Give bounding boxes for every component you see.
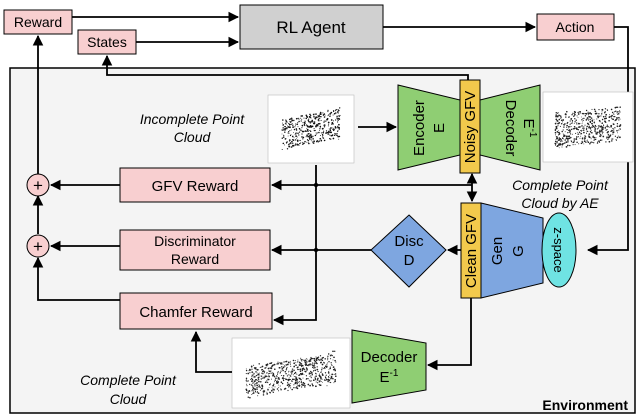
discriminator-reward-box (119, 229, 271, 271)
clean-gfv-label: Clean GFV (463, 214, 480, 288)
incomplete-caption-2: Cloud (174, 129, 212, 145)
noisy-gfv-label: Noisy GFV (462, 91, 479, 164)
rl-agent-label: RL Agent (276, 18, 346, 37)
complete-caption-1: Complete Point (80, 372, 177, 388)
action-label: Action (556, 19, 595, 35)
chamfer-reward-box (119, 292, 273, 330)
clean-gfv-to-decoder-arrow (426, 298, 472, 371)
encoder-block (397, 84, 461, 171)
states-box (77, 29, 137, 55)
noisy-gfv-to-states-arrow (101, 54, 469, 80)
action-box (536, 13, 615, 41)
discriminator-diamond (370, 214, 447, 288)
sum-top-plus: + (33, 176, 43, 195)
decoder-bottom-label-2: E-1 (380, 368, 399, 386)
z-space-label: z-space (551, 227, 566, 273)
states-label: States (87, 34, 127, 50)
generator-block (480, 202, 544, 299)
decoder-top-label-2: E-1 (520, 119, 538, 138)
disc-label-1: Disc (394, 233, 424, 250)
disc-label-2: D (404, 252, 415, 269)
sum-bottom-plus: + (33, 237, 43, 256)
incomplete-caption-1: Incomplete Point (140, 111, 245, 127)
encoder-label-2: E (431, 123, 448, 133)
complete-ae-point-cloud-image (542, 91, 634, 163)
discriminator-reward-label-1: Discriminator (154, 233, 236, 249)
reward-box (3, 9, 73, 35)
complete-point-cloud-image (231, 337, 351, 409)
environment-label: Environment (542, 397, 628, 413)
generator-label-1: Gen (489, 237, 506, 265)
encoder-label-1: Encoder (411, 100, 428, 156)
cloud-to-chamfer-line (272, 165, 317, 326)
complete-cloud-to-chamfer-arrow (190, 330, 232, 373)
complete-ae-caption-2: Cloud by AE (521, 195, 599, 211)
chamfer-reward-label: Chamfer Reward (139, 304, 252, 321)
discriminator-reward-label-2: Reward (171, 251, 219, 267)
decoder-top-label-1: Decoder (502, 100, 519, 157)
generator-label-2: G (510, 245, 527, 257)
reward-label: Reward (14, 14, 62, 30)
decoder-top-block (479, 84, 541, 171)
rl-agent-box (239, 4, 384, 50)
incomplete-point-cloud-image (267, 94, 355, 164)
decoder-bottom-block (351, 329, 427, 404)
decoder-bottom-label-1: Decoder (361, 349, 418, 366)
z-space-ellipse (541, 212, 577, 288)
complete-ae-caption-1: Complete Point (512, 177, 609, 193)
gfv-reward-label: GFV Reward (152, 178, 239, 195)
sum-circle-top (26, 173, 50, 197)
complete-caption-2: Cloud (110, 391, 148, 407)
sum-circle-bottom (26, 234, 50, 258)
chamfer-to-sum2-line (32, 256, 120, 301)
